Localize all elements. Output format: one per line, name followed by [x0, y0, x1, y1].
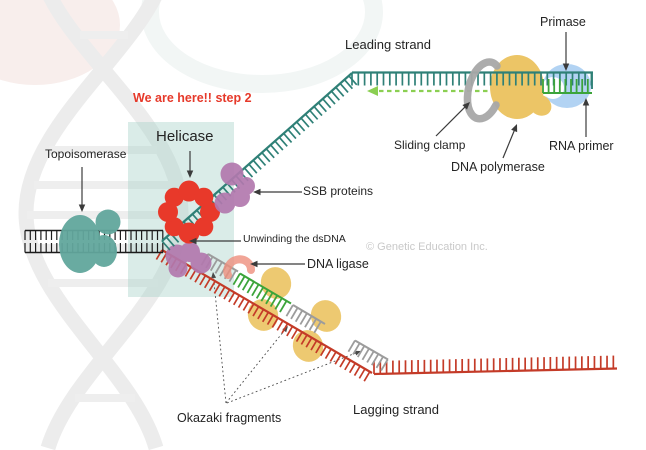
dna-ligase-label: DNA ligase [307, 257, 369, 271]
lagging-strand-template [155, 249, 618, 382]
background-helix-watermark [0, 0, 383, 450]
topoisomerase-label: Topoisomerase [45, 147, 127, 161]
unwinding-label: Unwinding the dsDNA [243, 233, 346, 245]
primase-label: Primase [540, 15, 586, 29]
lagging-strand-label: Lagging strand [353, 402, 440, 417]
step-banner: We are here!! step 2 [133, 91, 252, 105]
dna-ligase-shape [223, 255, 256, 279]
ssb-proteins-upper-cluster [214, 162, 255, 214]
helicase-label: Helicase [156, 128, 214, 145]
topoisomerase-shape [59, 209, 121, 273]
rna-primer-label: RNA primer [549, 139, 614, 153]
leading-dna-polymerase-shape [490, 55, 564, 119]
watermark-helix-strand [18, 0, 164, 450]
leading-strand-label: Leading strand [345, 37, 432, 52]
ssb-proteins-lower-cluster [165, 242, 212, 278]
okazaki-fragments-label: Okazaki fragments [177, 411, 282, 425]
copyright-watermark: © Genetic Education Inc. [366, 241, 488, 253]
label-pointer-arrows [78, 32, 590, 268]
watermark-helix-rungs [27, 31, 179, 402]
ssb-proteins-label: SSB proteins [303, 184, 374, 198]
sliding-clamp-label: Sliding clamp [394, 138, 466, 152]
dna-polymerase-label: DNA polymerase [451, 160, 545, 174]
watermark-ring [141, 0, 383, 93]
watermark-helix-strand [40, 0, 189, 450]
sliding-clamp-shape [463, 58, 501, 123]
helicase-ring-shape [158, 180, 220, 244]
leading-synthesis-arrow [367, 86, 542, 96]
